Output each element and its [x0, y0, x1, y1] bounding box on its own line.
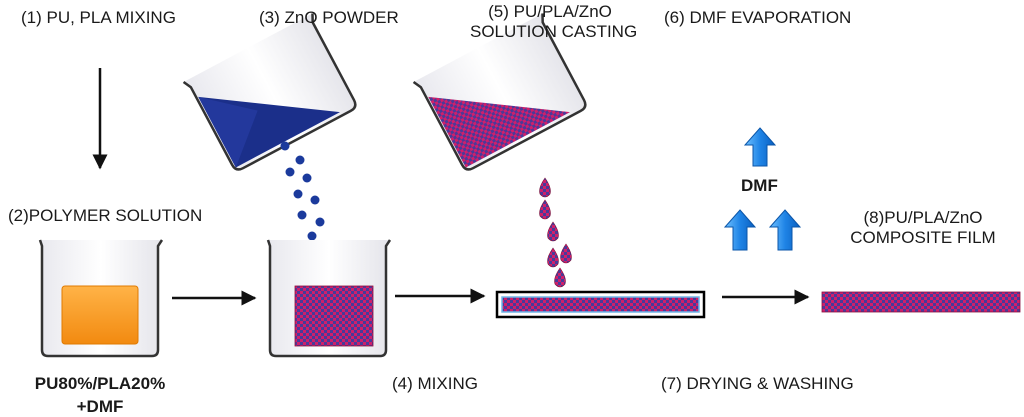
- step-8-line-1: (8)PU/PLA/ZnO: [863, 208, 983, 227]
- dmf-label: DMF: [741, 176, 778, 195]
- step-8-line-2: COMPOSITE FILM: [850, 228, 996, 247]
- cast-film: [495, 290, 706, 319]
- step-8-label: (8)PU/PLA/ZnO COMPOSITE FILM: [843, 208, 1003, 248]
- mixture-fill: [294, 285, 374, 347]
- step-3-label: (3) ZnO POWDER: [259, 8, 399, 27]
- tilted-beaker-icon: [182, 13, 357, 171]
- composition-line-2: +DMF: [76, 397, 124, 416]
- casting-solution-fill: [428, 96, 570, 168]
- composition-line-1: PU80%/PLA20%: [34, 374, 166, 393]
- step-1-label: (1) PU, PLA MIXING: [21, 8, 176, 27]
- tilted-beaker-icon: [412, 13, 587, 171]
- step-5-line-2: SOLUTION CASTING: [470, 22, 638, 41]
- composite-film: [821, 291, 1021, 313]
- beaker-icon: [266, 239, 392, 358]
- arrow-up-icon: [768, 209, 802, 251]
- step-7-label: (7) DRYING & WASHING: [661, 374, 854, 393]
- composition-label: PU80%/PLA20% +DMF: [20, 374, 180, 417]
- solution-drops: [539, 177, 572, 288]
- step-4-label: (4) MIXING: [392, 374, 478, 393]
- step-5-label: (5) PU/PLA/ZnO SOLUTION CASTING: [470, 2, 638, 42]
- step-2-label: (2)POLYMER SOLUTION: [8, 206, 203, 225]
- polymer-solution-fill: [61, 285, 139, 345]
- arrow-up-icon: [723, 209, 757, 251]
- step-5-line-1: (5) PU/PLA/ZnO: [488, 2, 612, 21]
- beaker-icon: [38, 239, 164, 358]
- arrow-up-icon: [743, 127, 777, 167]
- step-6-label: (6) DMF EVAPORATION: [664, 8, 852, 27]
